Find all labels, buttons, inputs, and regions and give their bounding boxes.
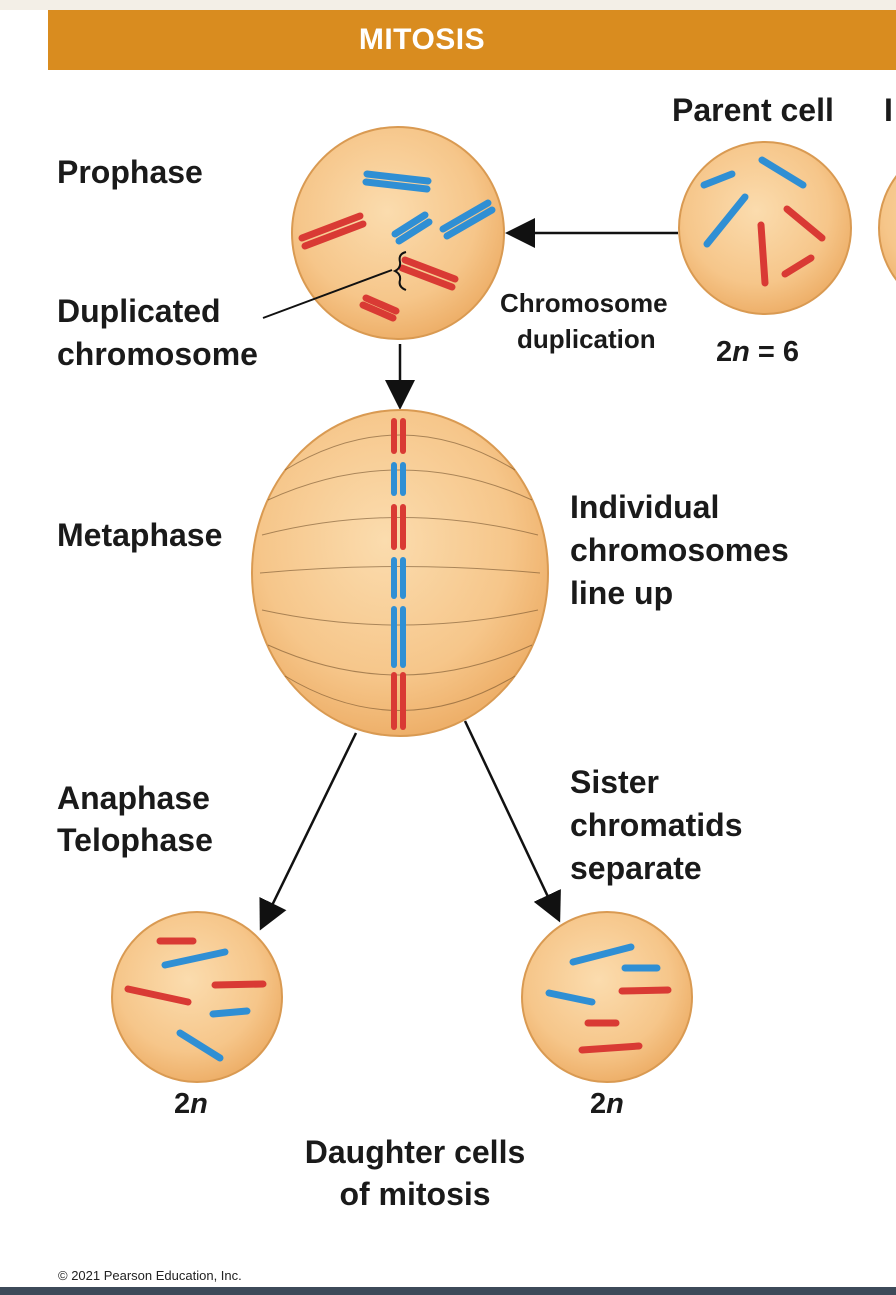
duplicated-chromosome-label-line2: chromosome	[57, 336, 258, 372]
right-separation-arrow	[463, 720, 561, 923]
chromatid	[362, 294, 400, 315]
chromatid	[439, 199, 492, 233]
metaphase-chromosomes	[391, 418, 406, 730]
parent-cell-label: Parent cell	[672, 92, 834, 128]
chromatid	[362, 178, 431, 193]
chromosome-duplication-label-line2: duplication	[517, 324, 656, 354]
daughter-right-ploidy-label: 2n	[590, 1088, 624, 1120]
title-bar: MITOSIS	[48, 10, 896, 70]
chromosome	[700, 170, 736, 189]
chromosome	[703, 193, 749, 248]
chromosome	[758, 156, 807, 189]
prophase-label: Prophase	[57, 154, 203, 190]
left-separation-arrow	[259, 732, 358, 931]
metaphase-cell	[251, 409, 549, 737]
chromosome	[757, 221, 769, 287]
parent-ploidy-label: 2n = 6	[716, 336, 800, 368]
chromatid	[298, 212, 364, 242]
chromatid	[443, 206, 496, 240]
chromosome	[783, 205, 826, 242]
anaphase-label: Anaphase	[57, 780, 210, 816]
top-strip	[0, 0, 896, 10]
telophase-label: Telophase	[57, 822, 213, 858]
chromatid	[301, 220, 367, 250]
lineup-label-line1: Individual	[570, 489, 720, 525]
daughter-cells-label-line2: of mitosis	[339, 1176, 491, 1212]
daughter-cell-right	[521, 911, 693, 1083]
parent-cell	[678, 141, 852, 315]
chromatid	[363, 170, 432, 185]
prophase-cell	[291, 126, 505, 340]
bottom-strip	[0, 1287, 896, 1295]
lineup-label-line3: line up	[570, 575, 674, 611]
metaphase-label: Metaphase	[57, 517, 223, 553]
sister-chromatids-label-line1: Sister	[570, 764, 659, 800]
page-title: MITOSIS	[358, 23, 486, 56]
chromosome-duplication-label-line1: Chromosome	[500, 288, 668, 318]
daughter-cells-label-line1: Daughter cells	[304, 1134, 526, 1170]
chromatid	[401, 256, 459, 283]
chromosome	[781, 254, 815, 278]
chromatid	[391, 211, 429, 238]
copyright-text: © 2021 Pearson Education, Inc.	[58, 1268, 242, 1283]
daughter-left-ploidy-label: 2n	[174, 1088, 208, 1120]
sister-chromatids-label-line3: separate	[570, 850, 702, 886]
duplicated-chromosome-pointer	[262, 269, 393, 319]
chromatid	[398, 264, 456, 291]
duplicated-chromosome-bracket	[392, 251, 407, 291]
lineup-label-line2: chromosomes	[570, 532, 789, 568]
chromatid	[359, 301, 397, 322]
meiosis-parent-cell-partial	[878, 175, 896, 281]
offscreen-label-fragment: I	[884, 92, 893, 128]
sister-chromatids-label-line2: chromatids	[570, 807, 743, 843]
chromatid	[395, 218, 433, 245]
daughter-cell-left	[111, 911, 283, 1083]
duplicated-chromosome-label-line1: Duplicated	[57, 293, 221, 329]
